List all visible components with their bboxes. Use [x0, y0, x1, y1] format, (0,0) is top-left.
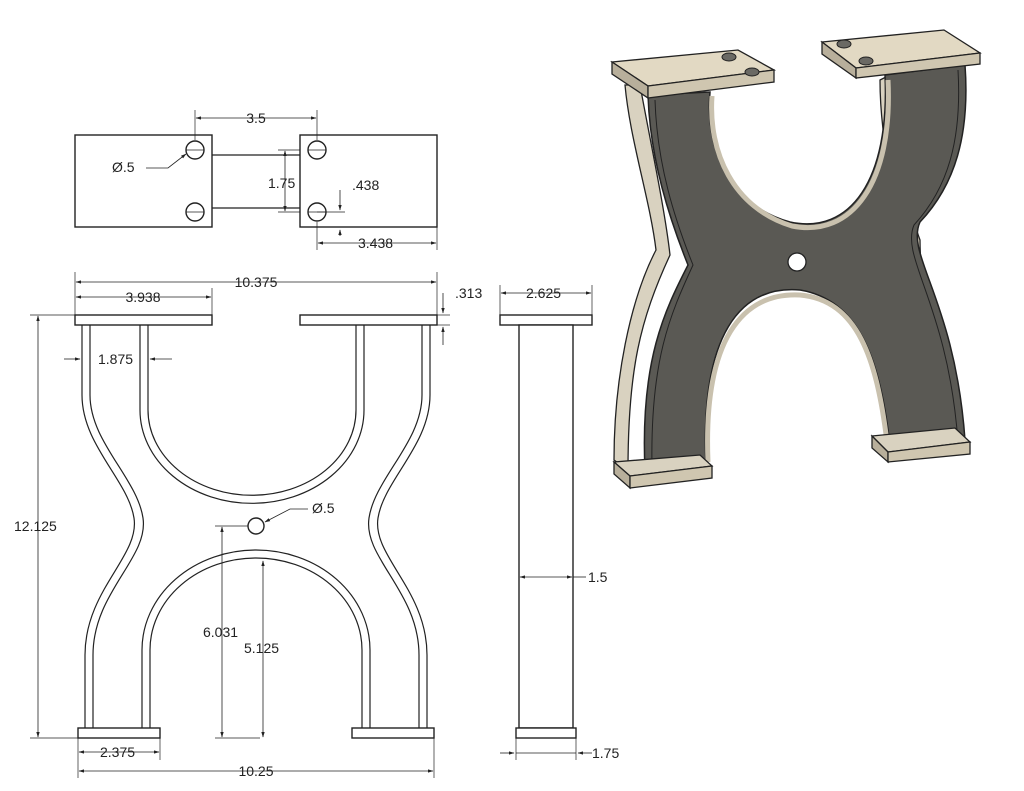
dim-foot-depth: 1.75: [592, 745, 619, 761]
side-foot: [515, 727, 577, 739]
dim-hole-spacing-x: 3.5: [246, 110, 266, 126]
front-view: 10.375 3.938 .313 1.875 12.125 Ø.5 6.031…: [14, 272, 482, 779]
top-view: 3.5 Ø.5 1.75 .438 3.438: [74, 110, 438, 251]
dim-leg-width: 1.875: [98, 351, 133, 367]
dim-foot-width: 2.375: [100, 744, 135, 760]
dim-hole-spacing-y: 1.75: [268, 175, 295, 191]
front-foot-left: [77, 727, 161, 739]
dim-overall-height: 12.125: [14, 518, 57, 534]
dim-hole-dia: Ø.5: [112, 159, 135, 175]
isometric-view: [610, 29, 982, 490]
dim-arch-height: 5.125: [244, 640, 279, 656]
dim-hole-height: 6.031: [203, 624, 238, 640]
front-flange-right: [299, 314, 438, 326]
side-flange: [499, 314, 593, 326]
dim-hole-offset: .438: [352, 177, 379, 193]
front-flange-left: [74, 314, 213, 326]
front-foot-right: [351, 727, 435, 739]
side-body: [518, 324, 574, 729]
dim-center-hole-dia: Ø.5: [312, 500, 335, 516]
side-view: 2.625 1.5 1.75: [499, 285, 619, 761]
iso-center-hole-icon: [787, 252, 807, 272]
dim-flange-depth: 2.625: [526, 285, 561, 301]
dim-base-width: 10.25: [238, 763, 273, 779]
dim-flange-thickness: .313: [455, 285, 482, 301]
dim-hole-edge: 3.438: [358, 235, 393, 251]
dim-overall-width: 10.375: [235, 274, 278, 290]
dim-body-depth: 1.5: [588, 569, 608, 585]
center-hole-icon: [247, 517, 265, 535]
dim-flange-width: 3.938: [125, 289, 160, 305]
